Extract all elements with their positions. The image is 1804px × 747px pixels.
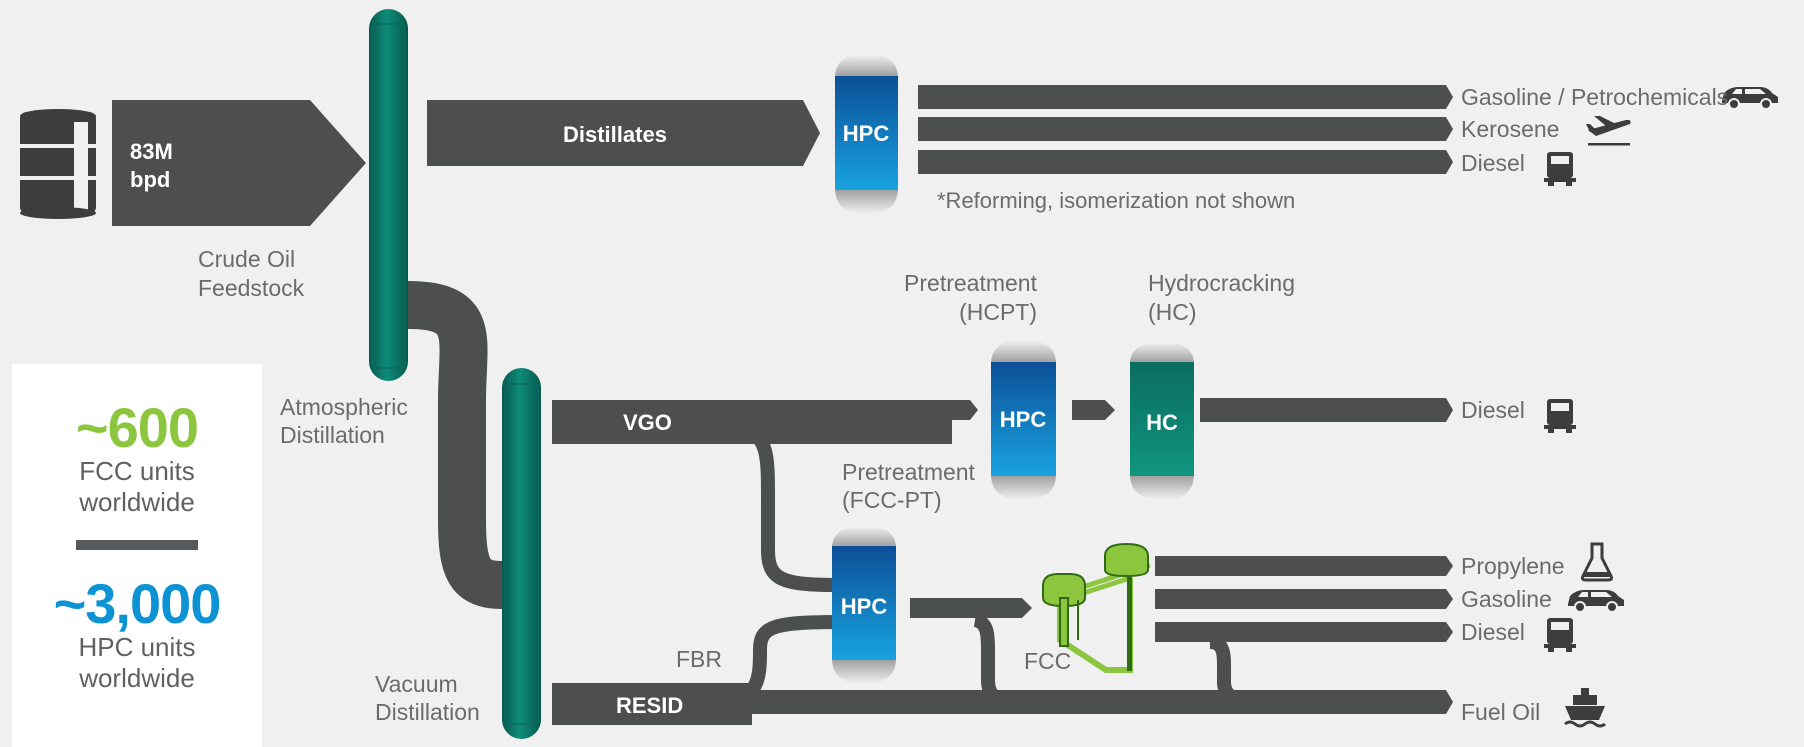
product-gasoline-petrochemicals: Gasoline / Petrochemicals <box>1461 84 1728 110</box>
hpc-label-distillates: HPC <box>843 121 890 146</box>
distillates-label: Distillates <box>563 122 667 147</box>
hpc-count-label-line1: HPC units <box>78 632 196 662</box>
airplane-icon <box>1586 116 1631 146</box>
resid-to-fbr-pipe <box>746 615 837 695</box>
hpc-label-fccpt: HPC <box>841 594 888 619</box>
fcc-reactor <box>1104 542 1149 578</box>
hydrocracking-label-line2: (HC) <box>1148 299 1197 325</box>
hpc-count-label-line2: worldwide <box>79 663 195 693</box>
hpc-to-fueloil-pipe <box>973 613 1011 707</box>
feed-label-line1: Crude Oil <box>198 246 295 272</box>
atmospheric-label-line1: Atmospheric <box>280 394 408 420</box>
stats-panel: ~600 FCC units worldwide ~3,000 HPC unit… <box>12 364 262 747</box>
hpc-to-hc-arrow <box>1072 400 1115 420</box>
vacuum-column <box>502 368 541 739</box>
hpc-vessel-fccpt <box>832 526 896 684</box>
feed-label-line2: Feedstock <box>198 275 305 301</box>
atmospheric-column <box>369 9 408 381</box>
hpc-vessel-distillates <box>835 54 898 214</box>
hc-vessel <box>1130 342 1194 500</box>
fcc-unit-count: ~600 <box>75 396 199 459</box>
hpc-vessel-hcpt <box>991 340 1056 500</box>
product-diesel-top: Diesel <box>1461 150 1525 176</box>
atm-to-vacuum-pipe <box>407 281 504 609</box>
ship-icon <box>1564 688 1606 728</box>
hcpt-label-line1: Pretreatment <box>904 270 1038 296</box>
product-fuel-oil: Fuel Oil <box>1461 699 1540 725</box>
fcc-unit <box>1042 542 1151 673</box>
hydrocracking-label-line1: Hydrocracking <box>1148 270 1295 296</box>
fcc-feed-arrow <box>910 598 1032 618</box>
car-icon <box>1568 590 1624 613</box>
product-propylene: Propylene <box>1461 553 1565 579</box>
truck-icon <box>1544 399 1576 433</box>
car-icon <box>1722 87 1778 110</box>
footnote: *Reforming, isomerization not shown <box>937 188 1295 213</box>
fccpt-label-line2: (FCC-PT) <box>842 487 942 513</box>
vgo-to-fccpt-pipe <box>746 425 839 592</box>
stats-divider <box>76 540 198 550</box>
kerosene-line <box>918 117 1453 141</box>
product-kerosene: Kerosene <box>1461 116 1559 142</box>
gasoline-line <box>918 85 1453 109</box>
fccpt-label-line1: Pretreatment <box>842 459 976 485</box>
fcc-count-label-line1: FCC units <box>79 456 195 486</box>
fcc-regenerator <box>1042 573 1086 608</box>
crude-feed-arrow <box>112 100 366 226</box>
flask-icon <box>1580 542 1614 582</box>
truck-icon <box>1544 152 1576 186</box>
fcc-to-fueloil-pipe <box>1209 635 1251 707</box>
resid-label: RESID <box>616 693 683 718</box>
atmospheric-label-line2: Distillation <box>280 422 385 448</box>
oil-barrel-icon <box>20 109 96 219</box>
fcc-count-label-line2: worldwide <box>79 487 195 517</box>
vacuum-label-line2: Distillation <box>375 699 480 725</box>
truck-icon <box>1544 618 1576 652</box>
hpc-unit-count: ~3,000 <box>53 572 222 635</box>
diesel-top-line <box>918 150 1453 174</box>
fcc-label: FCC <box>1024 648 1071 674</box>
hc-label: HC <box>1146 410 1178 435</box>
diesel-fcc-line <box>1155 622 1453 642</box>
curved-pipes <box>407 281 1251 707</box>
hc-diesel-line <box>1200 398 1453 422</box>
vgo-pipe <box>552 400 978 444</box>
feed-amount-line1: 83M <box>130 139 173 164</box>
product-diesel-fcc: Diesel <box>1461 619 1525 645</box>
distillates-arrow <box>427 100 820 166</box>
hcpt-label-line2: (HCPT) <box>959 299 1037 325</box>
product-gasoline-fcc: Gasoline <box>1461 586 1552 612</box>
feed-amount-line2: bpd <box>130 167 170 192</box>
gasoline-fcc-line <box>1155 589 1453 609</box>
product-diesel-hc: Diesel <box>1461 397 1525 423</box>
vacuum-label-line1: Vacuum <box>375 671 458 697</box>
propylene-line <box>1155 556 1453 576</box>
fbr-label: FBR <box>676 646 722 672</box>
hpc-label-hcpt: HPC <box>1000 407 1047 432</box>
vgo-label: VGO <box>623 410 672 435</box>
